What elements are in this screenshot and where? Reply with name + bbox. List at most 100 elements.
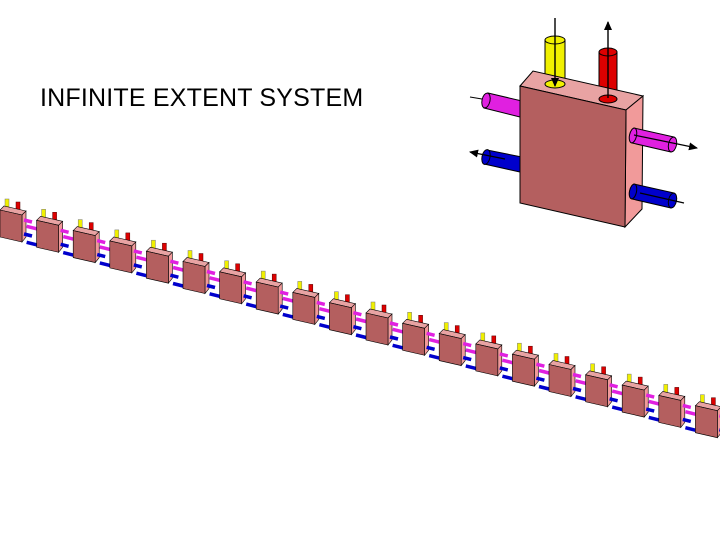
chain-module-front	[475, 343, 499, 377]
chain-magenta-stub	[279, 290, 289, 296]
chain-module-side	[277, 282, 283, 315]
chain-module-side	[534, 354, 539, 388]
chain-module-front	[585, 374, 608, 408]
chain-magenta-stub	[609, 383, 619, 389]
chain-magenta-stub	[60, 228, 70, 234]
chain-blue-stub	[133, 263, 143, 269]
chain-module	[245, 270, 289, 315]
chain-module-front	[72, 230, 96, 263]
chain-module-side	[570, 364, 576, 398]
chain-module-side	[387, 313, 393, 346]
chain-blue-stub	[243, 294, 253, 300]
flow-arrow-blue-left	[469, 149, 506, 160]
chain-blue-stub	[535, 376, 545, 382]
chain-magenta-stub	[169, 259, 179, 265]
chain-module-front	[109, 240, 133, 274]
chain-module	[501, 342, 545, 388]
chain-module-front	[182, 261, 206, 294]
chain-blue-stub	[462, 355, 472, 362]
chain-magenta-stub	[352, 311, 362, 317]
chain-module-front	[365, 312, 389, 346]
chain-module-front	[548, 364, 572, 397]
chain-blue-stub	[316, 314, 326, 321]
chain-module-front	[0, 209, 23, 243]
diagram-title: INFINITE EXTENT SYSTEM	[40, 84, 364, 112]
chain-module	[428, 322, 472, 367]
chain-module	[648, 384, 692, 429]
flow-arrow-magenta-right	[633, 134, 698, 151]
chain-module-side	[497, 344, 503, 377]
module-detail	[469, 18, 698, 229]
chain-module-side	[21, 210, 27, 243]
chain-blue-stub	[572, 386, 582, 393]
chain-module-front	[146, 250, 169, 284]
chain-magenta-stub	[243, 280, 253, 286]
chain-module-side	[460, 333, 466, 367]
chain-magenta-stub	[23, 218, 33, 224]
chain-module-front	[402, 322, 425, 356]
chain-module-side	[94, 230, 100, 264]
chain-module	[99, 229, 143, 274]
chain-magenta-stub	[535, 362, 545, 368]
chain-module-side	[680, 395, 686, 429]
chain-module-side	[607, 375, 612, 408]
chain-blue-stub	[206, 283, 216, 290]
chain-magenta-stub	[682, 403, 692, 410]
chain-module	[318, 291, 362, 336]
chain-blue-stub	[682, 417, 692, 424]
chain-magenta-stub	[462, 341, 472, 348]
chain-blue-stub	[23, 232, 33, 238]
chain-module	[135, 239, 179, 285]
chain-blue-stub	[60, 242, 70, 248]
chain-module	[538, 353, 582, 398]
chain-module	[62, 219, 106, 264]
chain-module-side	[314, 292, 320, 326]
flow-line-blue-right	[639, 192, 685, 204]
chain-module-front	[255, 281, 279, 315]
chain-module-front	[438, 333, 462, 366]
chain-blue-stub	[96, 252, 106, 259]
chain-magenta-stub	[316, 300, 326, 307]
magenta-right-pipe-base	[628, 127, 638, 144]
blue-right-pipe-base	[628, 183, 638, 200]
chain-module-front	[219, 271, 242, 305]
chain-module-front	[329, 302, 352, 336]
chain-blue-stub	[169, 273, 179, 279]
chain-blue-stub	[499, 366, 509, 372]
chain-module	[611, 373, 655, 418]
chain-blue-stub	[609, 397, 619, 403]
chain-module	[465, 332, 509, 377]
chain-magenta-stub	[389, 321, 399, 327]
chain-module-front	[621, 384, 645, 418]
chain-module	[355, 301, 399, 346]
chain-module-front	[658, 395, 682, 428]
chain-magenta-stub	[572, 372, 582, 379]
chain-module-front	[695, 405, 718, 439]
magenta-right-pipe-end	[667, 136, 678, 153]
chain-module	[282, 281, 326, 326]
chain-module-side	[241, 272, 246, 305]
chain-blue-stub	[426, 345, 436, 351]
chain-blue-stub	[389, 335, 399, 341]
chain-module-front	[292, 292, 316, 325]
chain-module	[26, 209, 70, 254]
module-front-face	[519, 85, 627, 228]
chain-module-side	[131, 241, 137, 274]
chain-module-side	[424, 323, 429, 357]
module-side-face	[624, 94, 644, 229]
chain-module	[684, 394, 720, 439]
chain-blue-stub	[279, 304, 289, 310]
chain-magenta-stub	[645, 393, 655, 399]
magenta-left-pipe-end	[481, 92, 491, 109]
chain-magenta-stub	[96, 238, 106, 245]
chain-module-side	[643, 385, 649, 418]
chain-module-side	[168, 251, 173, 285]
chain-module	[392, 312, 436, 357]
chain-module-front	[36, 219, 59, 253]
chain-module-side	[204, 261, 210, 295]
chain-module-front	[512, 353, 535, 387]
chain-blue-stub	[645, 407, 655, 413]
blue-left-pipe-end	[481, 149, 491, 165]
